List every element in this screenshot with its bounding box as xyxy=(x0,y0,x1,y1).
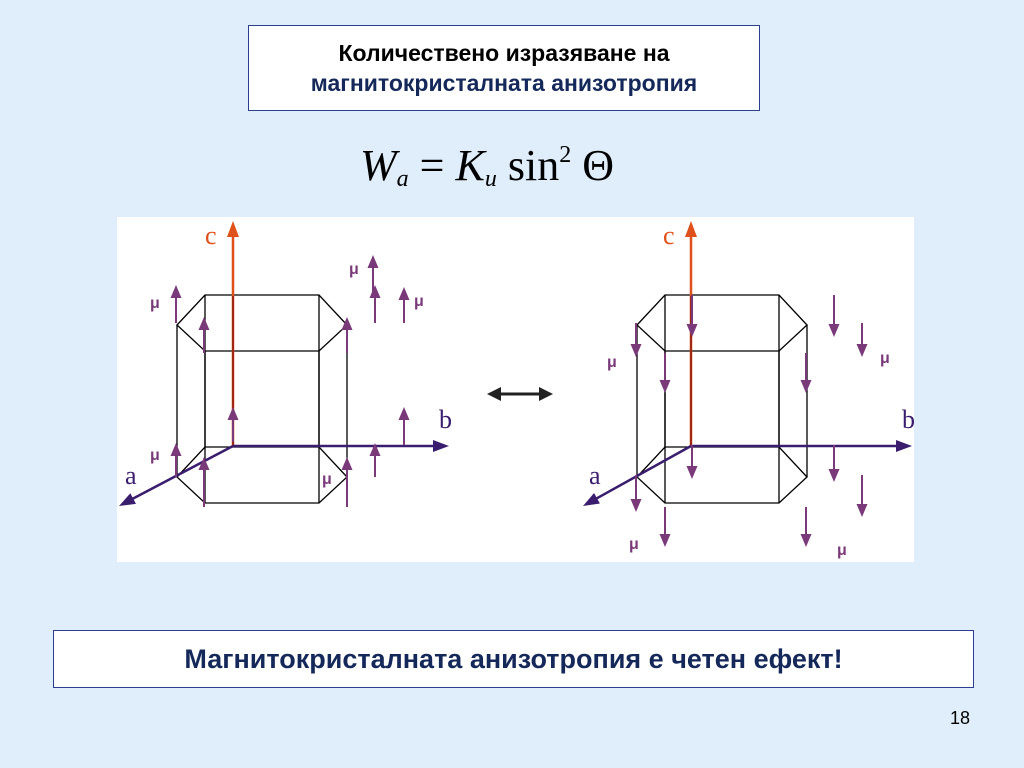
right-moment-5-head xyxy=(800,380,812,393)
conclusion-text: Магнитокристалната анизотропия е четен е… xyxy=(184,644,843,674)
left-moment-11-head xyxy=(398,407,410,420)
right-label-c: c xyxy=(663,221,675,250)
left-moment-2-head xyxy=(170,285,182,298)
right-prism-top-face xyxy=(636,294,808,352)
right-moment-6-head xyxy=(800,534,812,547)
right-moment-11-head xyxy=(686,324,698,337)
conclusion-box: Магнитокристалната анизотропия е четен е… xyxy=(53,630,974,688)
formula-W: W xyxy=(360,141,397,190)
left-b-axis-head xyxy=(433,440,449,452)
left-moment-1-head xyxy=(170,443,182,456)
left-moment-7-head xyxy=(369,443,381,456)
left-a-axis-shaft xyxy=(128,444,234,502)
right-c-axis-head xyxy=(685,221,697,237)
title-box: Количествено изразяване на магнитокриста… xyxy=(248,25,760,111)
formula-equals: = xyxy=(419,141,445,190)
left-mu-label-3: μ xyxy=(414,293,424,310)
right-moment-1-head xyxy=(630,344,642,357)
right-moment-10-head xyxy=(856,504,868,517)
right-a-axis-shaft xyxy=(592,444,692,502)
left-label-a: a xyxy=(125,461,137,490)
right-label-b: b xyxy=(902,405,914,434)
right-prism-bottom-face xyxy=(636,446,808,504)
anisotropy-formula: Wa = Ku sin2 Θ xyxy=(360,140,660,200)
right-moment-12-head xyxy=(686,466,698,479)
title-line-1: Количествено изразяване на xyxy=(338,40,670,66)
left-moment-9-head xyxy=(227,407,239,420)
left-mu-label-2: μ xyxy=(349,261,359,278)
left-moment-4-head xyxy=(198,317,210,330)
page-number: 18 xyxy=(949,708,970,728)
right-moment-8-head xyxy=(828,469,840,482)
left-moment-12-head xyxy=(398,287,410,300)
formula-K-sub: u xyxy=(484,166,497,192)
formula-K: K xyxy=(455,141,485,190)
right-a-axis-head xyxy=(583,492,600,506)
right-b-axis-head xyxy=(896,440,912,452)
formula-W-sub: a xyxy=(396,166,409,192)
left-a-axis-head xyxy=(119,493,136,506)
left-moment-10-head xyxy=(367,255,379,268)
right-mu-label-4: μ xyxy=(837,542,847,559)
left-moment-3-head xyxy=(198,457,210,470)
formula-sin: sin xyxy=(507,141,560,190)
left-moment-8-head xyxy=(369,285,381,298)
exchange-arrow-right-head xyxy=(539,387,553,401)
title-line-2: магнитокристалната анизотропия xyxy=(310,70,698,96)
right-mu-label-3: μ xyxy=(629,536,639,553)
left-c-axis-head xyxy=(227,221,239,237)
right-moment-9-head xyxy=(856,344,868,357)
exchange-arrow-left-head xyxy=(487,387,501,401)
formula-theta: Θ xyxy=(582,141,614,190)
left-moment-5-head xyxy=(341,457,353,470)
right-moment-3-head xyxy=(659,380,671,393)
left-moment-6-head xyxy=(341,317,353,330)
right-moment-7-head xyxy=(828,324,840,337)
right-label-a: a xyxy=(589,461,601,490)
left-mu-label-1: μ xyxy=(150,295,160,312)
right-mu-label-2: μ xyxy=(880,350,890,367)
left-label-c: c xyxy=(205,221,217,250)
right-moment-2-head xyxy=(630,499,642,512)
right-mu-label-1: μ xyxy=(607,354,617,371)
left-mu-label-4: μ xyxy=(150,447,160,464)
right-moment-4-head xyxy=(659,534,671,547)
left-label-b: b xyxy=(439,405,452,434)
formula-power: 2 xyxy=(559,142,572,168)
left-mu-label-5: μ xyxy=(322,471,332,488)
